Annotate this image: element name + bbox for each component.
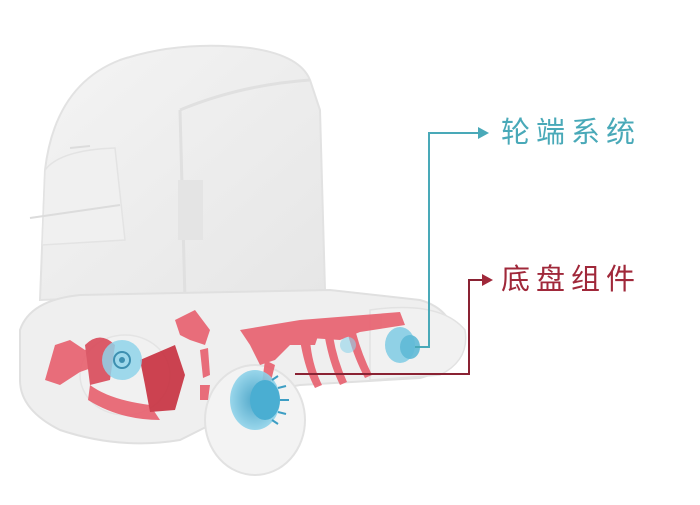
callout-chassis-leader	[295, 274, 493, 375]
right-arrow-icon	[478, 127, 489, 139]
callout-label-wheel-end: 轮端系统	[501, 115, 642, 149]
callout-label-chassis: 底盘组件	[501, 262, 642, 296]
right-arrow-icon	[482, 274, 493, 286]
wheel-end-components	[102, 327, 420, 430]
callout-wheel-end-leader	[415, 127, 489, 348]
